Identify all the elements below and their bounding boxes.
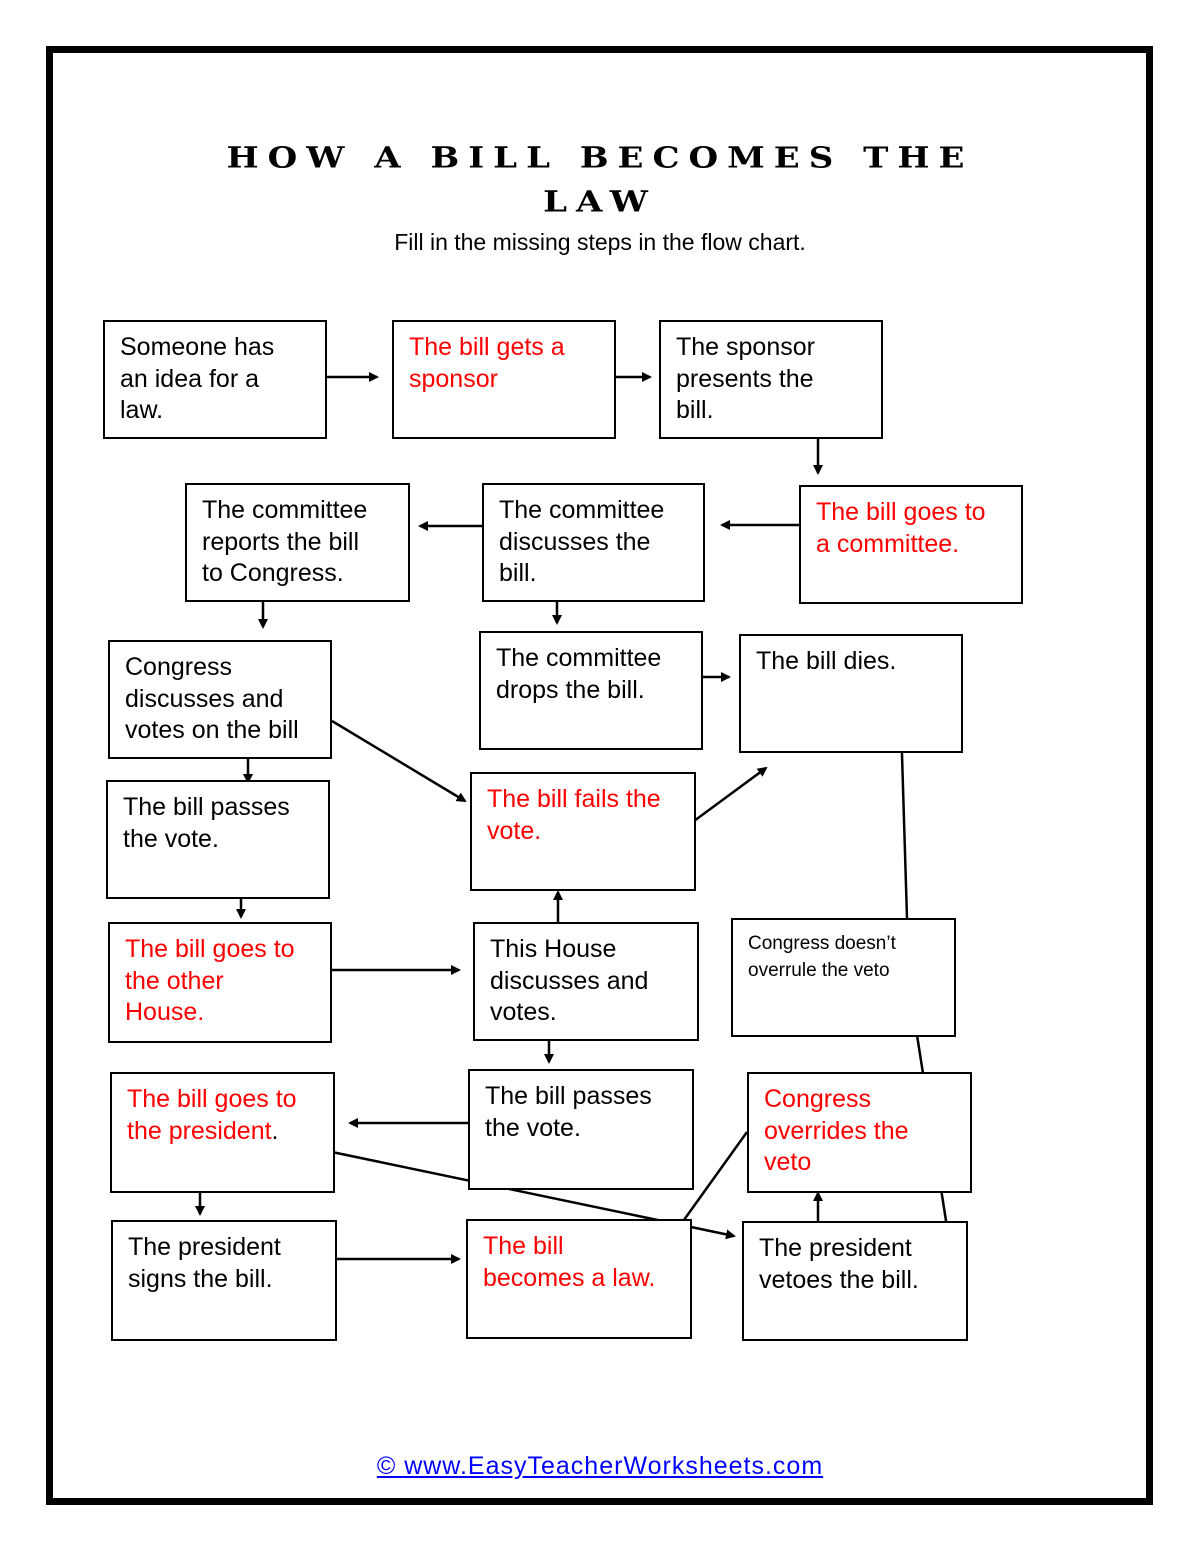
arrow-fails-to-dies <box>693 766 768 823</box>
step-to-president-text: The bill goes to the president <box>127 1085 297 1145</box>
step-congress-votes: Congress discusses and votes on the bill <box>108 640 332 759</box>
step-presents: The sponsor presents the bill. <box>659 320 883 439</box>
step-presents-text: The sponsor presents the bill. <box>676 333 815 424</box>
step-becomes-law-text: The bill becomes a law. <box>483 1232 656 1292</box>
step-bill-dies: The bill dies. <box>739 634 963 753</box>
arrow-congress-to-fails <box>331 719 467 803</box>
step-passes-vote-1: The bill passes the vote. <box>106 780 330 899</box>
step-fails-vote-text: The bill fails the vote. <box>487 785 661 845</box>
step-no-overrule: Congress doesn’t overrule the veto <box>731 918 956 1037</box>
step-to-president-period: . <box>271 1116 279 1145</box>
step-congress-votes-text: Congress discusses and votes on the bill <box>125 653 299 744</box>
step-passes-vote-2-text: The bill passes the vote. <box>485 1082 652 1142</box>
title-line-2: LAW <box>543 185 657 219</box>
step-house-votes-text: This House discusses and votes. <box>490 935 649 1026</box>
step-vetoes-text: The president vetoes the bill. <box>759 1234 919 1294</box>
step-signs-text: The president signs the bill. <box>128 1233 281 1293</box>
subtitle: Fill in the missing steps in the flow ch… <box>394 229 806 255</box>
title-line-1: HOW A BILL BECOMES THE <box>226 141 974 175</box>
step-signs: The president signs the bill. <box>111 1220 337 1341</box>
step-sponsor: The bill gets a sponsor <box>392 320 616 439</box>
step-overrides-text: Congress overrides the veto <box>764 1085 909 1176</box>
step-no-overrule-text: Congress doesn’t overrule the veto <box>748 933 896 981</box>
step-goes-committee-text: The bill goes to a committee. <box>816 498 986 558</box>
step-bill-dies-text: The bill dies. <box>756 647 897 675</box>
step-reports-text: The committee reports the bill to Congre… <box>202 496 368 587</box>
step-to-president: The bill goes to the president. <box>110 1072 335 1193</box>
step-committee-discusses-text: The committee discusses the bill. <box>499 496 665 587</box>
step-overrides: Congress overrides the veto <box>747 1072 972 1193</box>
step-house-votes: This House discusses and votes. <box>473 922 699 1041</box>
step-to-president-text-wrap: The bill goes to the president. <box>127 1084 327 1147</box>
step-other-house: The bill goes to the other House. <box>108 922 332 1043</box>
arrow-nooverrule-to-dies <box>896 720 909 919</box>
step-committee-drops-text: The committee drops the bill. <box>496 644 662 704</box>
footer-link[interactable]: © www.EasyTeacherWorksheets.com <box>376 1452 824 1480</box>
step-fails-vote: The bill fails the vote. <box>470 772 696 891</box>
step-idea-text: Someone has an idea for a law. <box>120 333 275 424</box>
step-becomes-law: The bill becomes a law. <box>466 1219 692 1339</box>
step-passes-vote-1-text: The bill passes the vote. <box>123 793 290 853</box>
step-committee-drops: The committee drops the bill. <box>479 631 703 750</box>
step-vetoes: The president vetoes the bill. <box>742 1221 968 1341</box>
step-reports: The committee reports the bill to Congre… <box>185 483 410 602</box>
step-other-house-text: The bill goes to the other House. <box>125 935 295 1026</box>
step-goes-committee: The bill goes to a committee. <box>799 485 1023 604</box>
step-committee-discusses: The committee discusses the bill. <box>482 483 705 602</box>
page-border <box>46 46 1153 1505</box>
step-idea: Someone has an idea for a law. <box>103 320 327 439</box>
step-passes-vote-2: The bill passes the vote. <box>468 1069 694 1190</box>
step-sponsor-text: The bill gets a sponsor <box>409 333 565 393</box>
